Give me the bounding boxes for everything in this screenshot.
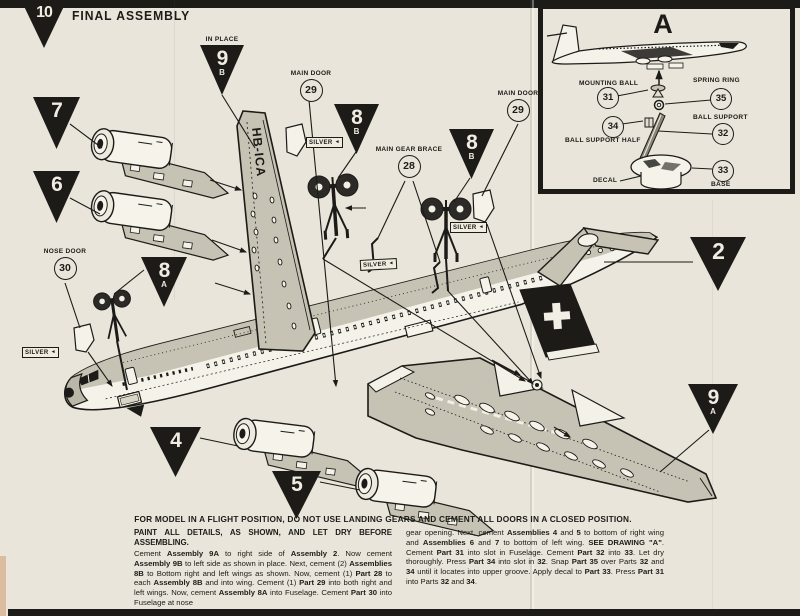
flight-position-note: FOR MODEL IN A FLIGHT POSITION, DO NOT U…: [134, 514, 632, 524]
engine-nacelle-7: [85, 126, 236, 201]
callout-nose-door: NOSE DOOR 30: [35, 248, 95, 280]
silver-paint-flag: SILVER ◄: [22, 347, 59, 358]
step-letter: B: [219, 68, 225, 77]
step-number: 9: [707, 386, 720, 409]
part-number-circle: 29: [506, 99, 530, 122]
part-label: NOSE DOOR: [43, 248, 87, 255]
inset-leader-lines: [616, 89, 713, 182]
inset-label-spring-ring: SPRING RING: [693, 77, 740, 84]
engine-nacelle-6: [85, 188, 236, 263]
inset-part-circle-32: 32: [712, 123, 734, 145]
right-wing: [367, 357, 718, 503]
inset-label-base: BASE: [711, 181, 731, 188]
page-title: FINAL ASSEMBLY: [72, 9, 191, 23]
bottom-rule-bar: [8, 609, 800, 616]
inset-part-circle-33: 33: [712, 160, 734, 182]
part-label: MAIN GEAR BRACE: [375, 146, 443, 153]
inset-label-ball-support: BALL SUPPORT: [693, 114, 748, 121]
stand-assembly-diagram: [546, 24, 747, 189]
left-wing: HB-ICA: [236, 110, 316, 352]
callout-main-gear-brace: MAIN GEAR BRACE 28: [374, 146, 444, 178]
inset-label-mounting-ball: MOUNTING BALL: [579, 80, 639, 87]
callout-main-door-left: MAIN DOOR 29: [281, 70, 341, 102]
step-number: 2: [712, 238, 725, 264]
step-number: 9: [216, 47, 229, 70]
flag-text: SILVER: [362, 261, 387, 269]
leader-lines: [64, 94, 710, 491]
step-letter: B: [353, 127, 360, 136]
flag-arrow-icon: ◄: [388, 260, 394, 267]
tail-fin-swiss-cross: [519, 283, 600, 361]
part-number-circle: 29: [299, 79, 323, 102]
inset-part-circle-31: 31: [597, 87, 619, 109]
top-rule-bar: [0, 0, 800, 8]
paint-heading: PAINT ALL DETAILS, AS SHOWN, AND LET DRY…: [134, 528, 392, 548]
inset-label-ball-support-half: BALL SUPPORT HALF: [565, 137, 641, 144]
step-number: 5: [291, 473, 303, 496]
in-place-label: IN PLACE: [205, 36, 239, 43]
instructions-left-column: PAINT ALL DETAILS, AS SHOWN, AND LET DRY…: [134, 528, 392, 608]
door-parts: [73, 123, 495, 353]
main-gear-left: [305, 171, 364, 243]
flag-arrow-icon: ◄: [478, 224, 484, 230]
step-number: 8: [351, 106, 363, 129]
instructions-right-column: gear opening. Next, cement Assemblies 4 …: [406, 528, 664, 608]
step-number: 8: [158, 259, 171, 282]
step-letter: A: [161, 280, 167, 289]
inset-aircraft-profile: [546, 24, 747, 70]
callout-main-door-right: MAIN DOOR 29: [488, 90, 548, 122]
silver-paint-flag: SILVER ◄: [359, 258, 397, 271]
step-number: 4: [170, 429, 182, 452]
instructions-right-text: gear opening. Next, cement Assemblies 4 …: [406, 528, 664, 586]
step-letter: B: [468, 152, 475, 161]
part-number-circle: 30: [53, 257, 77, 280]
flag-text: SILVER: [25, 349, 49, 356]
inset-title: A: [653, 9, 673, 39]
step-number: 6: [51, 173, 63, 196]
part-number-circle: 28: [397, 155, 421, 178]
step-number: 10: [36, 4, 53, 21]
step-number: 7: [51, 99, 63, 122]
inset-part-circle-35: 35: [710, 88, 732, 110]
instructions-left-text: Cement Assembly 9A to right side of Asse…: [134, 549, 393, 607]
part-label: MAIN DOOR: [290, 70, 332, 77]
step-letter: A: [710, 407, 716, 416]
tail-assembly: [519, 227, 660, 361]
wing-registration: HB-ICA: [249, 127, 268, 178]
instruction-text-block: FOR MODEL IN A FLIGHT POSITION, DO NOT U…: [100, 514, 666, 608]
inset-stand-parts: [630, 69, 692, 189]
inset-part-circle-34: 34: [602, 116, 624, 138]
nose-gear: [90, 287, 138, 346]
silver-paint-flag: SILVER ◄: [306, 137, 343, 148]
flag-arrow-icon: ◄: [334, 139, 340, 145]
scan-edge-artifact: [0, 556, 6, 616]
silver-paint-flag: SILVER ◄: [450, 222, 487, 233]
inset-label-decal: DECAL: [593, 177, 618, 184]
inset-drawing-a: A: [538, 4, 795, 194]
part-label: MAIN DOOR: [497, 90, 539, 97]
step-number: 8: [466, 131, 478, 154]
flag-text: SILVER: [309, 139, 333, 146]
flag-text: SILVER: [453, 224, 477, 231]
flag-arrow-icon: ◄: [50, 349, 56, 355]
